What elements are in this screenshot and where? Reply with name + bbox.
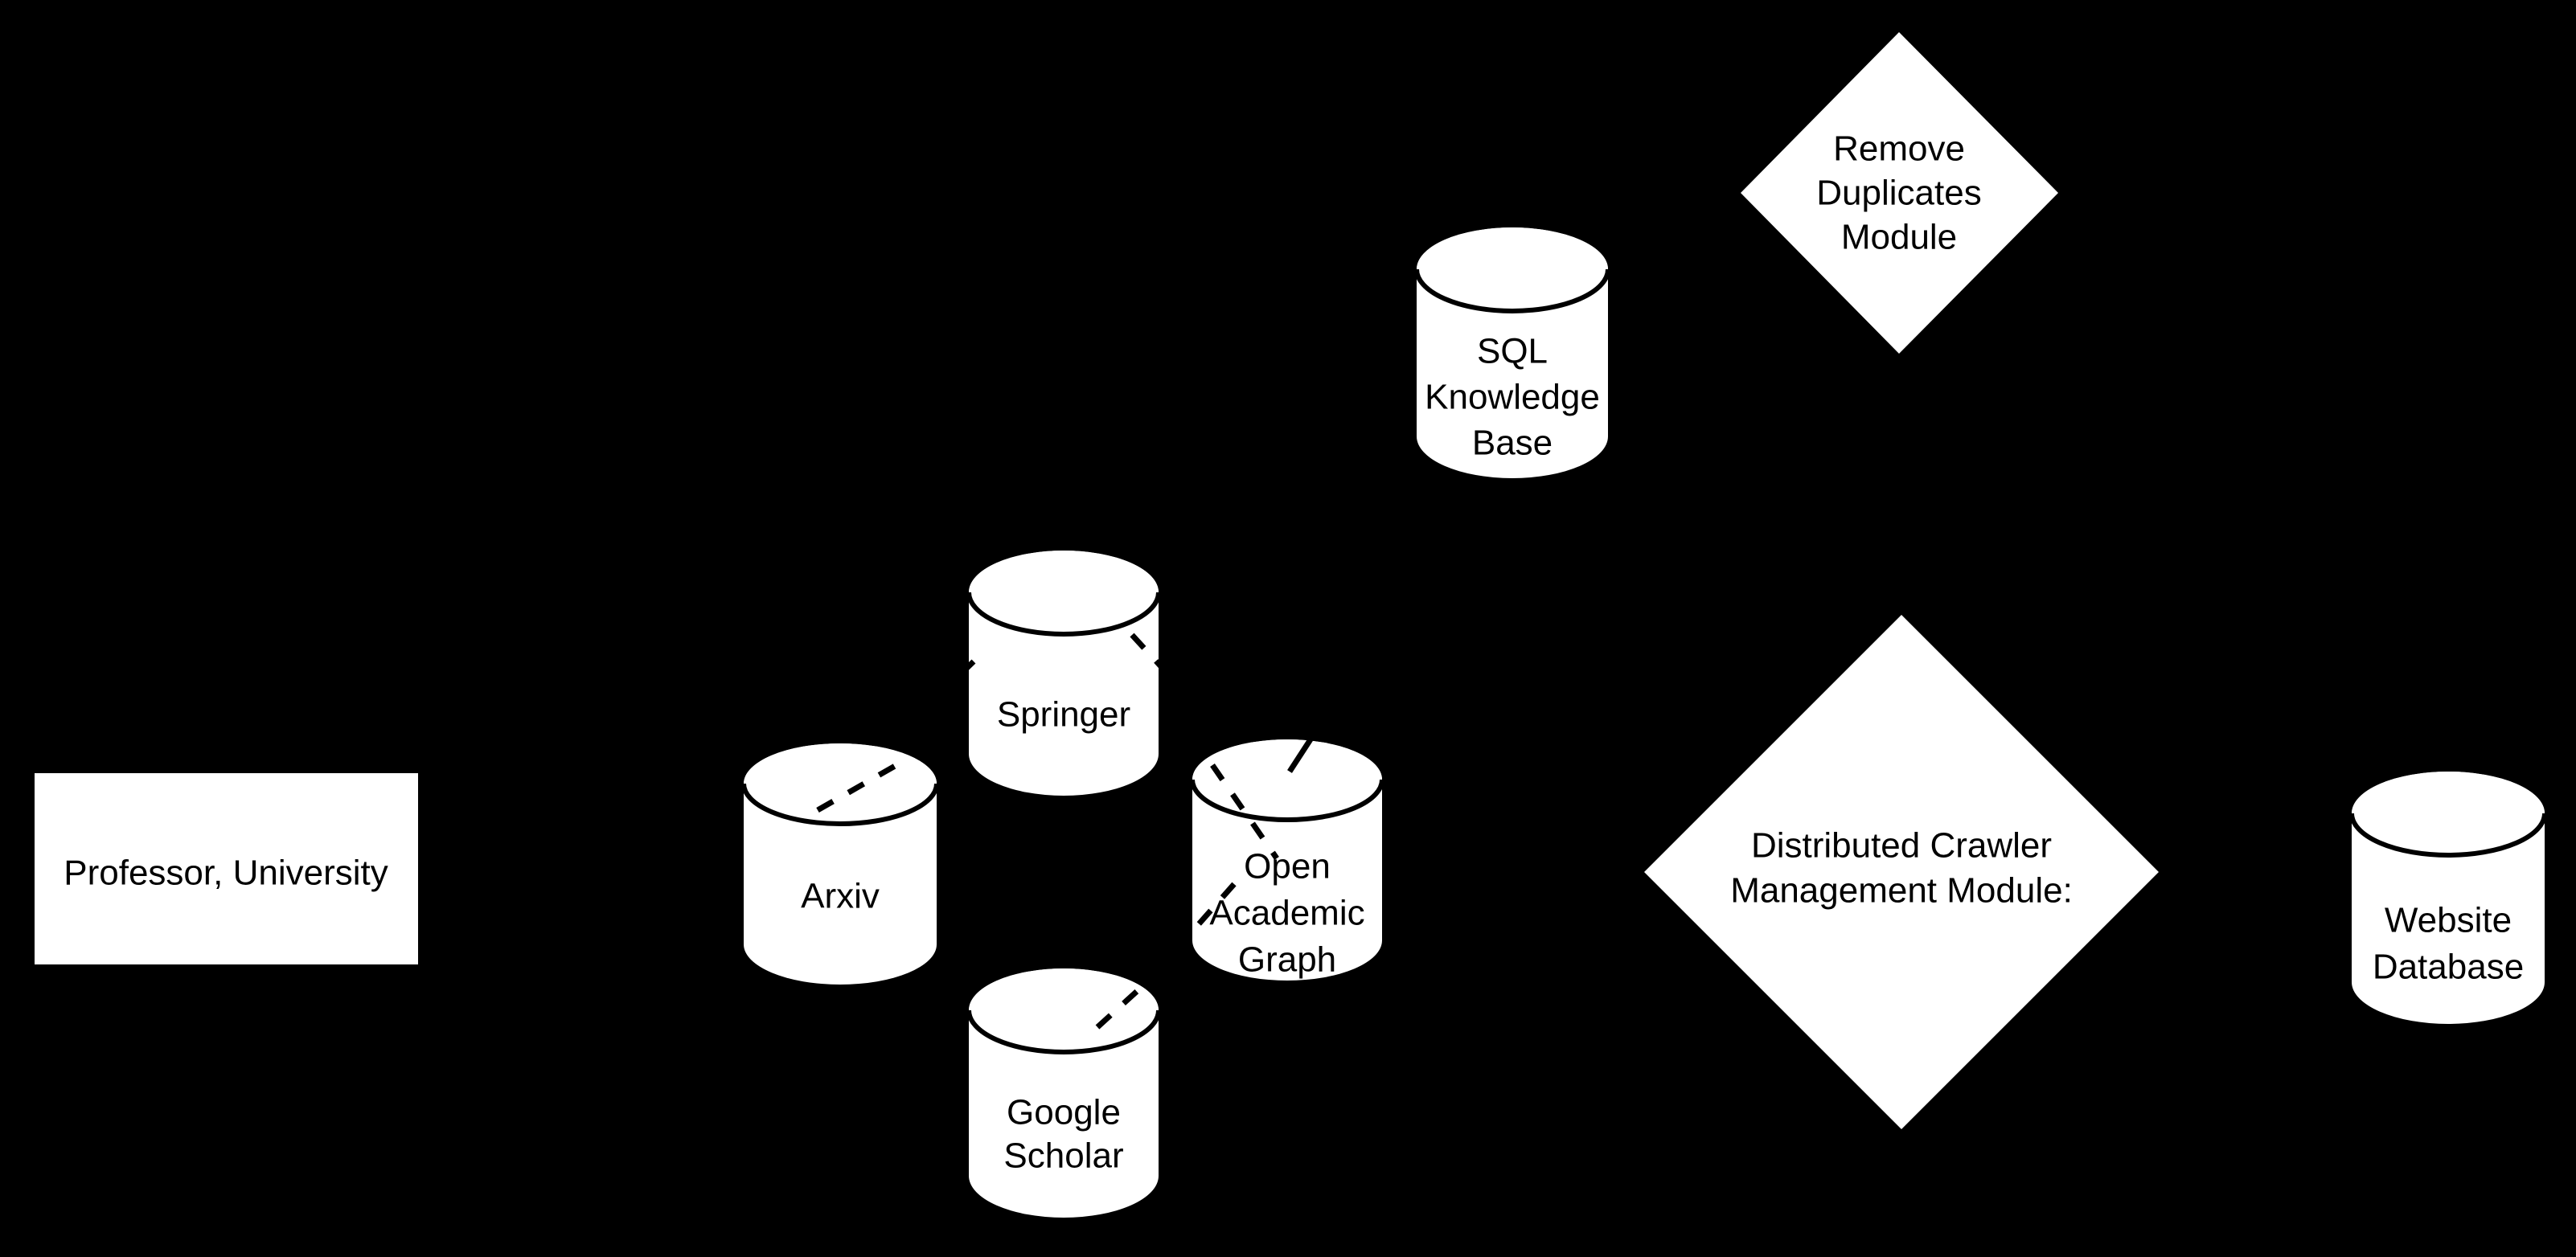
arxiv-top-arc xyxy=(741,783,939,826)
connector-springer-right-dashed xyxy=(1130,633,1170,676)
connector-open-academic-graph-solid xyxy=(1287,738,1313,773)
connector-arxiv-dashed xyxy=(816,759,904,813)
open-academic-graph-label-line3: Graph xyxy=(1238,940,1336,980)
google-scholar-top-ellipse xyxy=(969,968,1159,1052)
website-database-top-ellipse xyxy=(2352,772,2545,855)
remove-duplicates-module-label-line1: Remove xyxy=(1833,129,1965,169)
open-academic-graph-label-line2: Academic xyxy=(1209,894,1364,933)
website-database-top-arc xyxy=(2349,813,2547,858)
open-academic-graph-label-line1: Open xyxy=(1244,847,1331,886)
open-academic-graph-top-ellipse xyxy=(1192,739,1382,820)
arxiv-label: Arxiv xyxy=(801,877,880,916)
google-scholar-label-line1: Google xyxy=(1007,1093,1121,1132)
website-database-label-line1: Website xyxy=(2385,901,2512,940)
node-distributed-crawler-management-module[interactable]: Distributed Crawler Management Module: xyxy=(1644,615,2159,1129)
sql-knowledge-base-top-arc xyxy=(1414,268,1610,313)
open-academic-graph-top-arc xyxy=(1190,779,1384,822)
node-arxiv[interactable]: Arxiv xyxy=(741,743,939,985)
springer-top-ellipse xyxy=(969,551,1159,634)
distributed-crawler-management-module-diamond[interactable] xyxy=(1644,615,2159,1129)
node-sql-knowledge-base[interactable]: SQL Knowledge Base xyxy=(1414,227,1610,478)
sql-knowledge-base-top-ellipse xyxy=(1417,227,1608,311)
sql-knowledge-base-label-line2: Knowledge xyxy=(1425,378,1600,417)
springer-top-arc xyxy=(966,592,1161,637)
node-professor-university[interactable]: Professor, University xyxy=(35,773,418,964)
google-scholar-label-line2: Scholar xyxy=(1003,1136,1123,1176)
connector-open-academic-graph-dashed-lower xyxy=(1189,882,1237,935)
remove-duplicates-module-label-line2: Duplicates xyxy=(1816,174,1981,213)
arxiv-top-ellipse xyxy=(744,743,937,824)
professor-university-box[interactable] xyxy=(35,773,418,964)
professor-university-label: Professor, University xyxy=(64,854,388,893)
node-remove-duplicates-module[interactable]: Remove Duplicates Module xyxy=(1741,32,2058,354)
google-scholar-top-arc xyxy=(966,1009,1161,1054)
connector-google-scholar-dashed xyxy=(1095,985,1144,1030)
distributed-crawler-management-module-label-line1: Distributed Crawler xyxy=(1751,826,2052,866)
node-open-academic-graph[interactable]: Open Academic Graph xyxy=(1189,738,1384,981)
connector-springer-left-dashed xyxy=(946,659,976,688)
node-website-database[interactable]: Website Database xyxy=(2349,772,2547,1024)
sql-knowledge-base-label-line3: Base xyxy=(1472,424,1553,463)
distributed-crawler-management-module-label-line2: Management Module: xyxy=(1730,871,2073,911)
node-springer[interactable]: Springer xyxy=(946,551,1170,796)
node-google-scholar[interactable]: Google Scholar xyxy=(966,968,1161,1218)
remove-duplicates-module-label-line3: Module xyxy=(1841,218,1957,257)
website-database-label-line2: Database xyxy=(2373,948,2524,987)
sql-knowledge-base-label-line1: SQL xyxy=(1477,332,1548,371)
springer-label: Springer xyxy=(997,695,1130,735)
remove-duplicates-module-diamond[interactable] xyxy=(1741,32,2058,354)
